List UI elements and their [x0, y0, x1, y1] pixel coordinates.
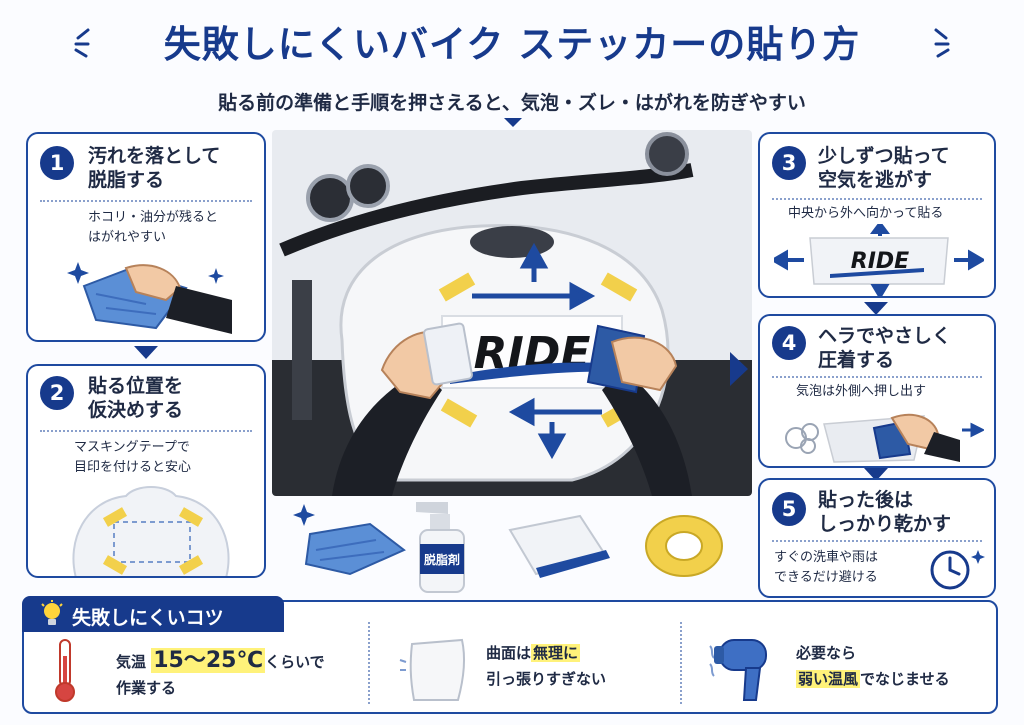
- step-desc: 気泡は外側へ押し出す: [796, 384, 927, 399]
- step-card-2: 2 貼る位置を仮決めする マスキングテープで目印を付けると安心: [26, 364, 266, 578]
- divider: [680, 622, 682, 704]
- squeegee-icon: [508, 514, 610, 578]
- flow-arrow-right-icon: [730, 352, 748, 386]
- chevron-down-icon: [504, 118, 522, 127]
- center-out-arrows-icon: RIDE: [774, 224, 984, 296]
- sparkle-lines-icon: [934, 28, 950, 58]
- step-title: 汚れを落として脱脂する: [88, 145, 221, 191]
- hair-dryer-icon: [709, 639, 767, 701]
- step-number: 2: [40, 376, 74, 410]
- degreaser-label: 脱脂剤: [424, 552, 460, 567]
- step-number: 4: [772, 326, 806, 360]
- step-card-5: 5 貼った後はしっかり乾かす すぐの洗車や雨はできるだけ避ける: [758, 478, 996, 598]
- tip-curved-surface: 曲面は無理に 引っ張りすぎない: [486, 644, 607, 688]
- step-number: 3: [772, 146, 806, 180]
- lightbulb-icon: [41, 600, 63, 625]
- tips-label: 失敗しにくいコツ: [72, 607, 224, 629]
- step-title: 貼った後はしっかり乾かす: [818, 489, 952, 535]
- step-title: ヘラでやさしく圧着する: [818, 325, 952, 371]
- step-desc: 中央から外へ向かって貼る: [788, 206, 944, 221]
- divider: [368, 622, 370, 704]
- sticker-sheet-icon: [399, 638, 466, 701]
- sparkle-lines-icon: [74, 28, 90, 58]
- tank-masking-icon: [72, 486, 230, 576]
- step-title: 少しずつ貼って空気を逃がす: [818, 145, 950, 191]
- page-title: 失敗しにくいバイク ステッカーの貼り方: [163, 23, 861, 66]
- tips-tab: [22, 596, 284, 632]
- thermometer-icon: [55, 639, 75, 702]
- step-number: 1: [40, 146, 74, 180]
- divider: [772, 198, 982, 200]
- flow-arrow-down-icon: [134, 346, 158, 359]
- squeegee-press-icon: [785, 413, 984, 463]
- step-card-3: 3 少しずつ貼って空気を逃がす 中央から外へ向かって貼る RIDE: [758, 132, 996, 298]
- degreaser-bottle-icon: [416, 502, 465, 593]
- page-subtitle: 貼る前の準備と手順を押さえると、気泡・ズレ・はがれを防ぎやすい: [218, 92, 806, 114]
- masking-tape-icon: [645, 515, 723, 577]
- step-desc: すぐの洗車や雨はできるだけ避ける: [774, 550, 879, 585]
- step-title: 貼る位置を仮決めする: [88, 375, 184, 421]
- step-card-1: 1 汚れを落として脱脂する ホコリ・油分が残るとはがれやすい: [26, 132, 266, 342]
- motorcycle-tank-photo: RIDE: [272, 130, 752, 496]
- divider: [40, 200, 252, 202]
- flow-arrow-down-icon: [864, 468, 888, 481]
- cloth-wiping-icon: [67, 262, 232, 334]
- tools-row: 脱脂剤: [293, 502, 723, 593]
- step-desc: ホコリ・油分が残るとはがれやすい: [88, 210, 219, 245]
- step-number: 5: [772, 492, 806, 526]
- flow-arrow-down-icon: [864, 302, 888, 315]
- sparkle-icon: [293, 504, 315, 526]
- step-desc: マスキングテープで目印を付けると安心: [74, 440, 192, 475]
- divider: [40, 430, 252, 432]
- tip-warm-air: 必要なら 弱い温風でなじませる: [796, 644, 950, 688]
- clock-icon: [930, 550, 985, 590]
- divider: [772, 540, 982, 542]
- step-card-4: 4 ヘラでやさしく圧着する 気泡は外側へ押し出す: [758, 314, 996, 468]
- divider: [772, 376, 982, 378]
- microfiber-cloth-icon: [304, 522, 406, 576]
